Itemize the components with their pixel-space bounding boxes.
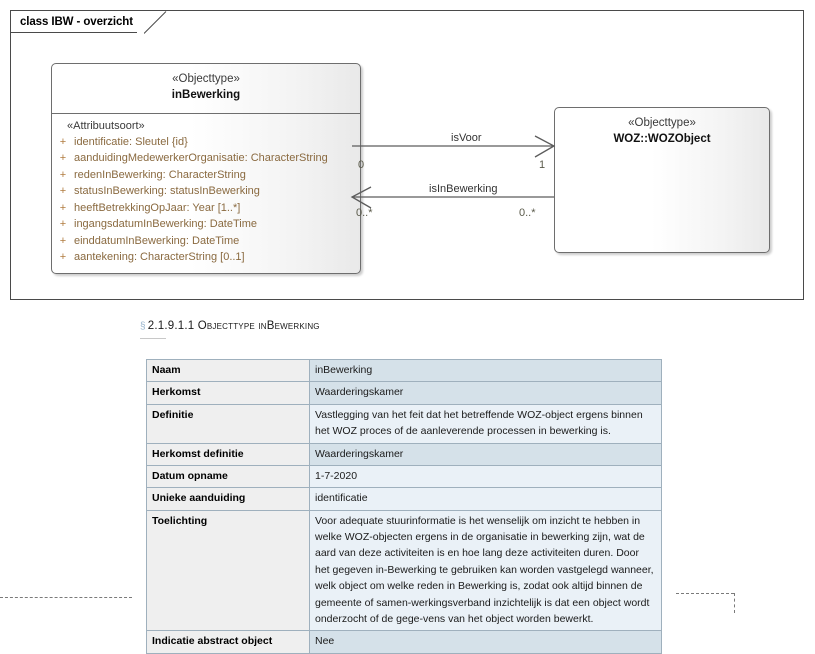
table-row-value: Vastlegging van het feit dat het betreff… (309, 403, 662, 444)
diagram-frame-tab: class IBW - overzicht (11, 11, 137, 33)
uml-class-inbewerking[interactable]: «Objecttype» inBewerking «Attribuutsoort… (51, 63, 361, 274)
diagram-frame-tab-slant (144, 11, 167, 34)
table-row-value: Waarderingskamer (309, 442, 662, 466)
uml-attribute-row[interactable]: + identificatie: Sleutel {id} (52, 134, 360, 151)
section-anchor-icon[interactable]: § (140, 321, 146, 332)
diagram-frame-label: class IBW - overzicht (20, 15, 133, 28)
attribute-text: redenInBewerking: CharacterString (74, 168, 246, 181)
table-row-value: identificatie (309, 487, 662, 511)
visibility-marker: + (59, 234, 67, 247)
association-label-isvoor: isVoor (451, 132, 482, 144)
table-row-key: Herkomst (146, 381, 310, 405)
visibility-marker: + (59, 251, 67, 264)
attribute-text: einddatumInBewerking: DateTime (74, 234, 240, 247)
uml-attribute-row[interactable]: + heeftBetrekkingOpJaar: Year [1..*] (52, 200, 360, 217)
uml-class-wozobject[interactable]: «Objecttype» WOZ::WOZObject (554, 107, 770, 253)
uml-class-header: «Objecttype» WOZ::WOZObject (555, 108, 769, 157)
section-heading: §2.1.9.1.1 Objecttype inBewerking (140, 320, 320, 332)
uml-attribute-row[interactable]: + einddatumInBewerking: DateTime (52, 233, 360, 250)
table-row-key: Unieke aanduiding (146, 487, 310, 511)
uml-class-stereotype: «Objecttype» (172, 73, 240, 85)
uml-class-name: WOZ::WOZObject (613, 133, 711, 146)
uml-attributes-compartment: «Attribuutsoort» + identificatie: Sleute… (52, 114, 360, 273)
uml-attribute-row[interactable]: + ingangsdatumInBewerking: DateTime (52, 216, 360, 233)
uml-attribute-row[interactable]: + aantekening: CharacterString [0..1] (52, 249, 360, 266)
table-row-key: Definitie (146, 403, 310, 444)
multiplicity-isvoor-target: 1 (539, 159, 546, 171)
table-row-key: Naam (146, 358, 310, 383)
page-guide-right-top (676, 593, 734, 594)
table-row-key: Datum opname (146, 464, 310, 489)
table-row-value: Nee (309, 630, 662, 654)
uml-class-stereotype: «Objecttype» (628, 117, 696, 129)
uml-attribute-row[interactable]: + aanduidingMedewerkerOrganisatie: Chara… (52, 150, 360, 167)
page-guide-left (0, 597, 132, 598)
section-title: Objecttype inBewerking (197, 320, 320, 332)
attribute-text: aantekening: CharacterString [0..1] (74, 251, 245, 264)
definition-table: Naam inBewerking Herkomst Waarderingskam… (146, 358, 662, 654)
table-row-key: Herkomst definitie (146, 442, 310, 466)
table-row-value: Waarderingskamer (309, 381, 662, 405)
attribute-text: statusInBewerking: statusInBewerking (74, 185, 260, 198)
association-label-isinbewerking: isInBewerking (429, 183, 498, 195)
visibility-marker: + (59, 201, 67, 214)
table-row-key: Indicatie abstract object (146, 630, 310, 654)
uml-class-name: inBewerking (171, 89, 241, 102)
table-row-key: Toelichting (146, 509, 310, 632)
visibility-marker: + (59, 168, 67, 181)
heading-rule (140, 338, 166, 339)
uml-attribute-group-label: «Attribuutsoort» (67, 119, 145, 132)
table-row: Datum opname 1-7-2020 (146, 464, 662, 489)
section-number: 2.1.9.1.1 (147, 320, 195, 332)
uml-diagram-frame: class IBW - overzicht «Objecttype» inBew… (10, 10, 804, 300)
visibility-marker: + (59, 152, 67, 165)
table-row: Definitie Vastlegging van het feit dat h… (146, 403, 662, 444)
attribute-text: ingangsdatumInBewerking: DateTime (74, 218, 258, 231)
uml-class-header: «Objecttype» inBewerking (52, 64, 360, 113)
visibility-marker: + (59, 135, 67, 148)
uml-class-divider (52, 112, 360, 114)
table-row: Indicatie abstract object Nee (146, 630, 662, 654)
multiplicity-isinbewerking-target: 0..* (519, 207, 536, 219)
table-row: Herkomst definitie Waarderingskamer (146, 442, 662, 466)
uml-attribute-row[interactable]: + redenInBewerking: CharacterString (52, 167, 360, 184)
visibility-marker: + (59, 218, 67, 231)
attribute-text: heeftBetrekkingOpJaar: Year [1..*] (74, 201, 241, 214)
table-row: Herkomst Waarderingskamer (146, 381, 662, 405)
table-row-value: inBewerking (309, 358, 662, 383)
table-row-value: 1-7-2020 (309, 464, 662, 489)
table-row: Naam inBewerking (146, 358, 662, 383)
uml-attribute-row[interactable]: + statusInBewerking: statusInBewerking (52, 183, 360, 200)
table-row: Unieke aanduiding identificatie (146, 487, 662, 511)
page-guide-right-vertical (734, 593, 735, 613)
attribute-text: identificatie: Sleutel {id} (74, 135, 188, 148)
attribute-text: aanduidingMedewerkerOrganisatie: Charact… (74, 152, 328, 165)
visibility-marker: + (59, 185, 67, 198)
